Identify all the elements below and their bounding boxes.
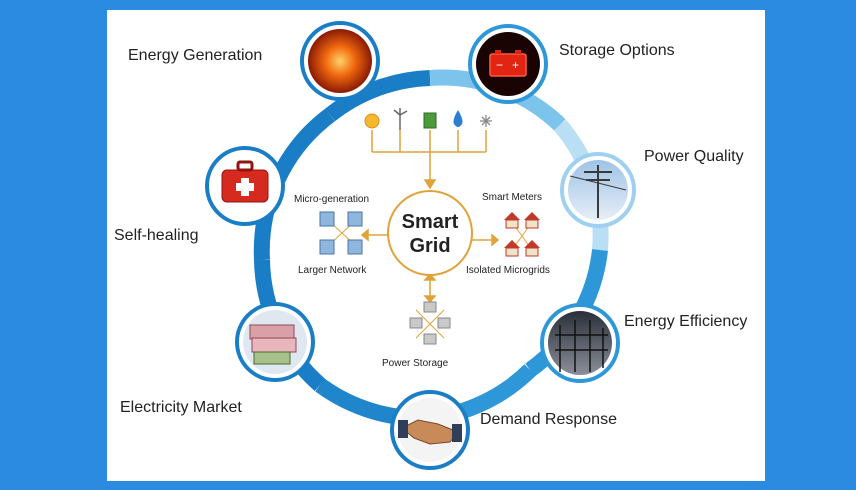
node-electricity-market[interactable] xyxy=(235,302,315,382)
battery-cell-icon xyxy=(423,112,437,129)
sun-icon xyxy=(308,29,372,93)
center-title-line1: Smart xyxy=(401,211,459,233)
money-icon xyxy=(249,324,297,365)
power-storage-icon xyxy=(409,301,451,345)
svg-text:+: + xyxy=(512,58,519,72)
node-energy-generation[interactable] xyxy=(300,21,380,101)
micro-generation-network-icon xyxy=(319,211,363,255)
top-source-icons xyxy=(364,108,492,130)
label-power-storage: Power Storage xyxy=(382,358,449,369)
label-demand-response: Demand Response xyxy=(480,411,617,428)
smart-meters-houses-icon xyxy=(504,212,540,257)
node-storage-options[interactable]: − + xyxy=(468,24,548,104)
node-energy-efficiency[interactable] xyxy=(540,303,620,383)
substation-icon xyxy=(555,320,608,372)
label-isolated-microgrids: Isolated Microgrids xyxy=(466,265,550,276)
label-energy-generation: Energy Generation xyxy=(128,47,263,64)
battery-icon: − + xyxy=(489,50,527,77)
label-storage-options: Storage Options xyxy=(559,42,675,59)
label-self-healing: Self-healing xyxy=(114,227,199,244)
label-electricity-market: Electricity Market xyxy=(120,399,242,416)
svg-text:−: − xyxy=(496,58,503,72)
sun-icon xyxy=(364,113,380,129)
label-power-quality: Power Quality xyxy=(644,148,744,165)
center-title-line2: Grid xyxy=(409,235,451,257)
center-circle xyxy=(387,190,473,276)
wind-turbine-icon xyxy=(393,108,408,130)
node-demand-response[interactable] xyxy=(390,390,470,470)
power-pole-icon xyxy=(569,165,627,218)
node-self-healing[interactable] xyxy=(205,146,285,226)
node-power-quality[interactable] xyxy=(560,152,636,228)
snowflake-icon xyxy=(480,115,492,127)
handshake-icon xyxy=(398,419,462,445)
label-larger-network: Larger Network xyxy=(298,265,367,276)
label-energy-efficiency: Energy Efficiency xyxy=(624,313,748,330)
label-micro-generation: Micro-generation xyxy=(294,194,370,205)
first-aid-kit-icon xyxy=(221,160,269,203)
water-drop-icon xyxy=(453,110,463,127)
center-title: Smart Grid xyxy=(388,210,472,258)
label-smart-meters: Smart Meters xyxy=(482,192,543,203)
